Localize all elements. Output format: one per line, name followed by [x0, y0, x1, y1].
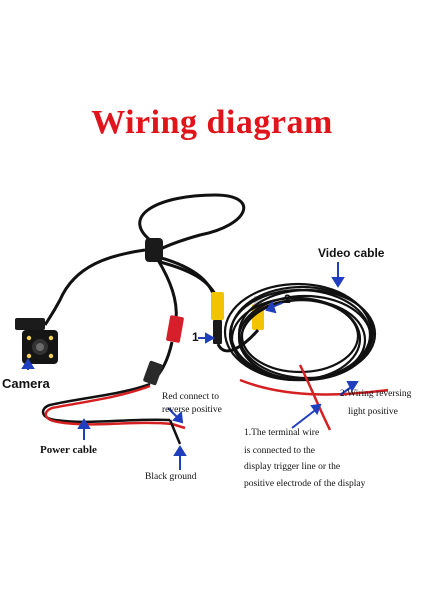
- label-camera: Camera: [2, 376, 50, 391]
- rca-yellow-body: [211, 292, 224, 320]
- coil-red-wire: [239, 378, 389, 396]
- label-video-cable: Video cable: [318, 246, 385, 260]
- marker-1: 1: [192, 330, 199, 344]
- note1-line4: positive electrode of the display: [244, 479, 366, 489]
- diagram-title: Wiring diagram: [91, 104, 333, 141]
- note1-line1: 1.The terminal wire: [244, 428, 320, 438]
- note2-line1: 2.Wiring reversing: [340, 389, 412, 399]
- arrow-note1: [291, 407, 319, 429]
- power-plug: [143, 360, 163, 386]
- label-power-cable: Power cable: [40, 444, 97, 456]
- rca-yellow-plug: [213, 320, 222, 344]
- marker-2: 2: [284, 292, 291, 306]
- note2-line2: light positive: [348, 407, 398, 417]
- cable-splitter: [145, 238, 163, 262]
- camera-body: [15, 318, 58, 364]
- note1-line3: display trigger line or the: [244, 462, 341, 472]
- loop-cable: [138, 193, 246, 257]
- camera-led: [26, 353, 32, 359]
- rca-red-tip: [254, 296, 262, 306]
- power-cable-black: [41, 382, 171, 424]
- red-wire-tail: [171, 422, 186, 430]
- power-cable-red: [44, 384, 173, 426]
- note1-line2: is connected to the: [244, 446, 315, 456]
- power-connector-red: [166, 315, 184, 343]
- callout-arrows: [21, 262, 359, 470]
- label-red-connect-2: reverse positive: [162, 405, 222, 415]
- camera-led: [48, 335, 54, 341]
- coil-red-wire-2: [298, 364, 332, 431]
- label-black-ground: Black ground: [145, 472, 197, 482]
- label-red-connect-1: Red connect to: [162, 392, 219, 402]
- camera-led: [26, 335, 32, 341]
- camera-led: [48, 353, 54, 359]
- camera-cable: [43, 248, 146, 326]
- power-trunk: [156, 259, 178, 321]
- black-wire-tail: [168, 419, 182, 445]
